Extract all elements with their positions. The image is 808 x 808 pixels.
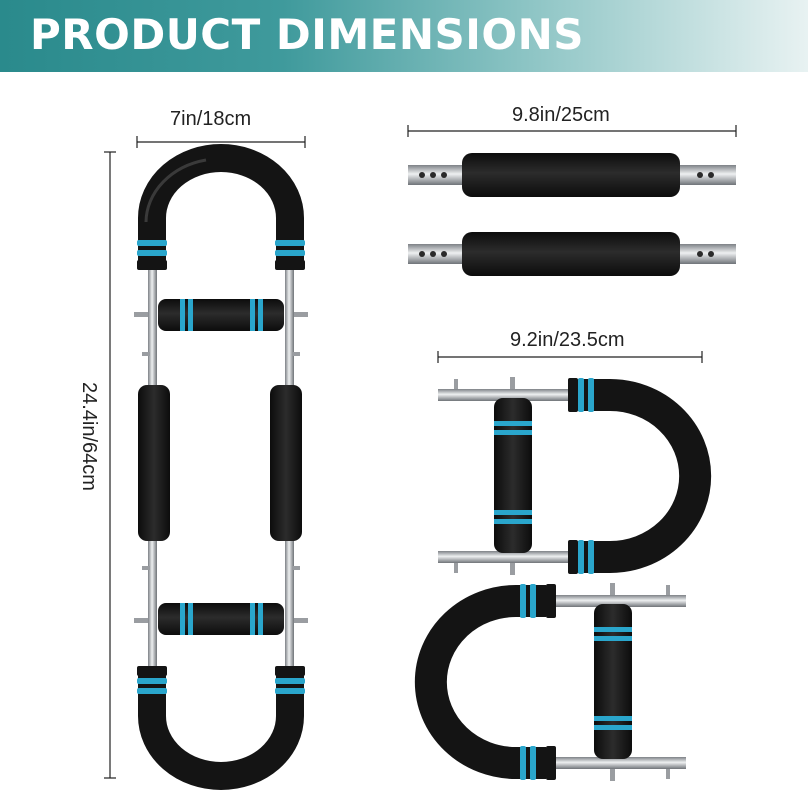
page-title: PRODUCT DIMENSIONS xyxy=(30,10,584,59)
pushup-stand xyxy=(414,583,686,781)
header-banner: PRODUCT DIMENSIONS xyxy=(0,0,808,72)
stand-dimension-label: 9.2in/23.5cm xyxy=(510,329,625,351)
handle-bar xyxy=(408,153,736,197)
handle-bar xyxy=(408,232,736,276)
handle-dimension-label: 9.8in/25cm xyxy=(512,104,610,126)
accent-ring xyxy=(137,240,305,694)
dimension-lines xyxy=(104,125,737,779)
height-dimension-label: 24.4in/64cm xyxy=(78,382,100,491)
pushup-stand xyxy=(438,377,712,575)
assembled-unit xyxy=(134,144,308,790)
width-dimension-label: 7in/18cm xyxy=(170,108,252,130)
